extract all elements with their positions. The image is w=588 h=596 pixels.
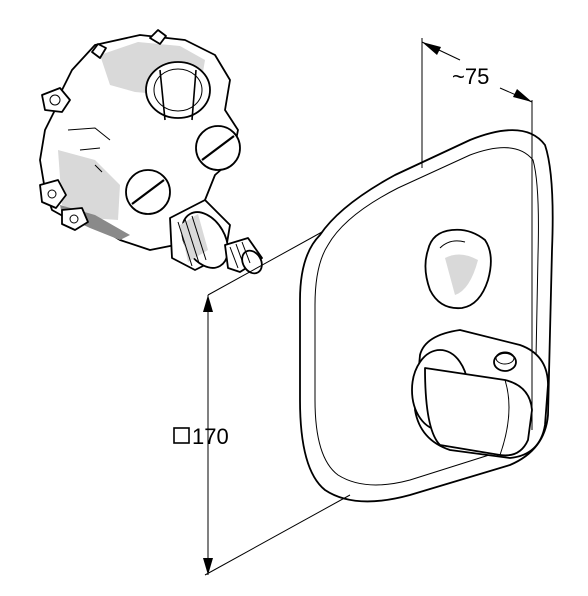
square-symbol-icon [173, 427, 190, 444]
dimension-labels: ~75 170 [173, 64, 489, 449]
valve-body [39, 29, 241, 251]
cover-plate [299, 129, 554, 503]
height-label: 170 [192, 424, 229, 449]
cartridge-stem [169, 199, 263, 275]
depth-label: ~75 [452, 64, 489, 89]
dimension-lines [203, 38, 533, 576]
